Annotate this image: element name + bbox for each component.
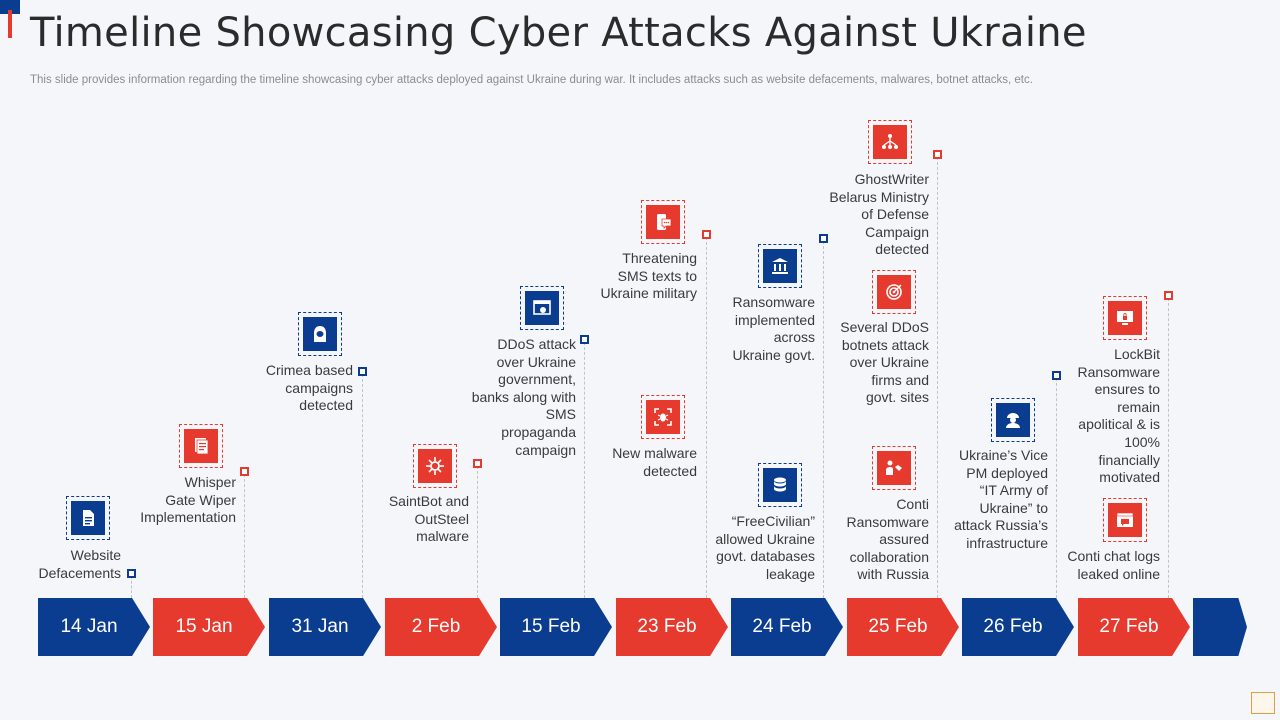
soldier-icon xyxy=(991,398,1035,442)
connector-line xyxy=(362,374,363,598)
sms-icon xyxy=(641,200,685,244)
slide-subtitle: This slide provides information regardin… xyxy=(30,74,1033,86)
government-building-icon xyxy=(758,244,802,288)
connector-line xyxy=(131,576,132,598)
date-chevron-23-feb: 23 Feb xyxy=(616,598,728,656)
connector-line xyxy=(584,342,585,598)
date-chevron-31-jan: 31 Jan xyxy=(269,598,381,656)
date-chevron-15-jan: 15 Jan xyxy=(153,598,265,656)
date-chevron-25-feb: 25 Feb xyxy=(847,598,959,656)
connector-marker xyxy=(702,230,711,239)
end-arrow xyxy=(1193,598,1247,656)
connector-line xyxy=(1168,298,1169,598)
connector-line xyxy=(1056,378,1057,598)
connector-marker xyxy=(819,234,828,243)
date-chevron-15-feb: 15 Feb xyxy=(500,598,612,656)
date-chevron-14-jan: 14 Jan xyxy=(38,598,150,656)
document-icon xyxy=(66,496,110,540)
connector-marker xyxy=(127,569,136,578)
connector-line xyxy=(477,466,478,598)
connector-line xyxy=(823,241,824,598)
locked-screen-icon xyxy=(1103,296,1147,340)
connector-marker xyxy=(473,459,482,468)
virus-icon xyxy=(413,444,457,488)
handshake-icon xyxy=(872,446,916,490)
target-icon xyxy=(872,270,916,314)
slide-title: Timeline Showcasing Cyber Attacks Agains… xyxy=(30,10,1087,56)
date-chevron-2-feb: 2 Feb xyxy=(385,598,497,656)
connector-line xyxy=(706,237,707,598)
connector-marker xyxy=(1164,291,1173,300)
hacker-icon xyxy=(298,312,342,356)
connector-line xyxy=(244,474,245,598)
corner-decoration xyxy=(1251,692,1275,714)
connector-marker xyxy=(580,335,589,344)
corner-accent-red xyxy=(8,10,12,38)
connector-line xyxy=(937,157,938,598)
network-icon xyxy=(868,120,912,164)
chat-log-icon xyxy=(1103,498,1147,542)
connector-marker xyxy=(358,367,367,376)
report-icon xyxy=(179,424,223,468)
connector-marker xyxy=(1052,371,1061,380)
date-chevron-27-feb: 27 Feb xyxy=(1078,598,1190,656)
connector-marker xyxy=(933,150,942,159)
connector-marker xyxy=(240,467,249,476)
database-icon xyxy=(758,463,802,507)
date-chevron-24-feb: 24 Feb xyxy=(731,598,843,656)
corner-accent-blue xyxy=(0,0,20,14)
browser-bug-icon xyxy=(520,286,564,330)
date-chevron-26-feb: 26 Feb xyxy=(962,598,1074,656)
bug-scan-icon xyxy=(641,395,685,439)
